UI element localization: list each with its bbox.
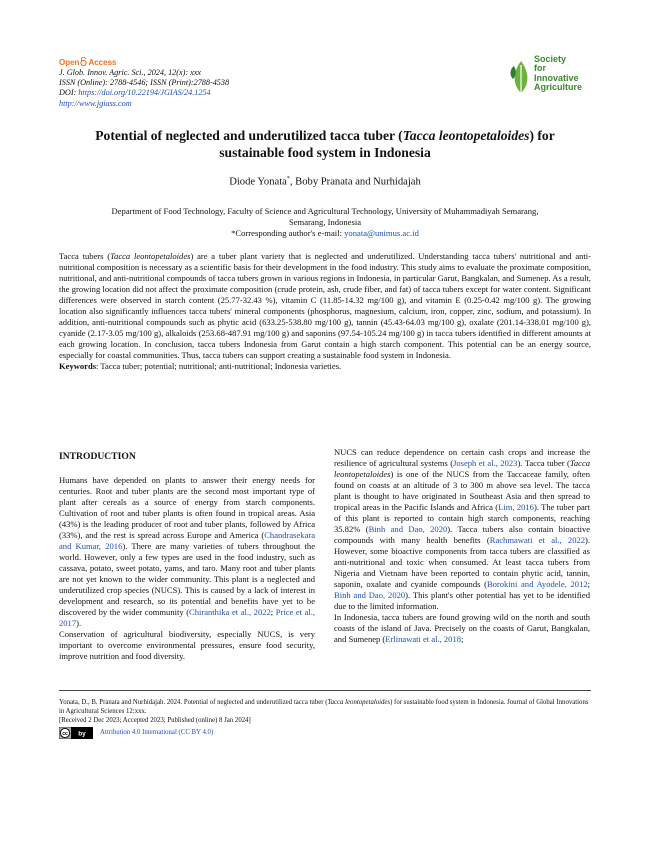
journal-line: J. Glob. Innov. Agric. Sci., 2024, 12(x)…	[59, 68, 202, 77]
body-column-right: NUCS can reduce dependence on certain ca…	[334, 447, 590, 645]
paragraph: In Indonesia, tacca tubers are found gro…	[334, 612, 590, 645]
affiliation: Department of Food Technology, Faculty o…	[60, 206, 590, 239]
received-dates: [Received 2 Dec 2023; Accepted 2023; Pub…	[59, 717, 251, 724]
doi-link[interactable]: https://doi.org/10.22194/JGIAS/24.1254	[78, 88, 211, 98]
open-access-word-access: Access	[88, 58, 117, 67]
citation-link[interactable]: Price et al., 2017	[59, 607, 316, 629]
citation-link[interactable]: Binh and Dao, 2020	[368, 524, 448, 535]
leaf-logo-icon	[510, 61, 528, 93]
footnote-divider	[59, 690, 591, 691]
corresponding-author: *Corresponding author's e-mail: yonata@u…	[231, 228, 419, 238]
citation-link[interactable]: Chiranthika et al., 2022	[189, 607, 271, 618]
section-heading-introduction: INTRODUCTION	[59, 451, 136, 462]
body-column-left: Humans have depended on plants to answer…	[59, 475, 315, 662]
logo-text-line: for	[534, 63, 546, 74]
citation-link[interactable]: Lim, 2016	[498, 502, 534, 513]
paragraph: NUCS can reduce dependence on certain ca…	[334, 447, 591, 612]
doi-line: DOI: https://doi.org/10.22194/JGIAS/24.1…	[59, 88, 211, 98]
article-title: Potential of neglected and underutilized…	[95, 128, 555, 160]
society-logo: Society for Innovative Agriculture	[509, 54, 599, 101]
by-badge-text: by	[78, 731, 86, 738]
citation-link[interactable]: Joseph et al., 2023	[453, 458, 518, 469]
citation-link[interactable]: Chandrasekara and Kumar, 2016	[59, 530, 315, 552]
citation-link[interactable]: Erlinawati et al., 2018	[385, 634, 461, 645]
logo-text-line: Society	[534, 54, 567, 64]
paragraph: Conservation of agricultural biodiversit…	[59, 629, 315, 662]
corresponding-email-link[interactable]: yonata@unimus.ac.id	[344, 228, 419, 238]
journal-meta: J. Glob. Innov. Agric. Sci., 2024, 12(x)…	[59, 68, 229, 109]
logo-text-line: Innovative	[534, 72, 579, 83]
citation-footnote: Yonata, D., B. Pranata and Nurhidajah. 2…	[59, 698, 591, 725]
open-access-word-open: Open	[59, 58, 80, 67]
paragraph: Humans have depended on plants to answer…	[59, 475, 316, 629]
abstract-text: Tacca tubers (Tacca leontopetaloides) ar…	[59, 251, 591, 361]
cc-badge-text: cc	[62, 731, 68, 737]
citation-link[interactable]: Rachmawati et al., 2022	[489, 535, 586, 546]
abstract: Tacca tubers (Tacca leontopetaloides) ar…	[59, 251, 591, 372]
journal-website-link[interactable]: http://www.jgiass.com	[59, 98, 132, 108]
keywords: Keywords: Tacca tuber; potential; nutrit…	[59, 361, 342, 372]
open-lock-icon	[80, 57, 88, 66]
open-access-label: Open Access	[59, 57, 116, 67]
cc-by-license-icon[interactable]: cc by	[59, 727, 93, 739]
license-link[interactable]: Attribution 4.0 International (CC BY 4.0…	[100, 729, 214, 736]
author-list: Diode Yonata*, Boby Pranata and Nurhidaj…	[229, 176, 421, 188]
citation-link[interactable]: Borokini and Ayodele, 2012	[486, 579, 588, 590]
citation-link[interactable]: Binh and Dao, 2020	[334, 590, 406, 601]
issn-line: ISSN (Online): 2788-4546; ISSN (Print):2…	[59, 78, 230, 88]
logo-text-line: Agriculture	[534, 82, 583, 93]
